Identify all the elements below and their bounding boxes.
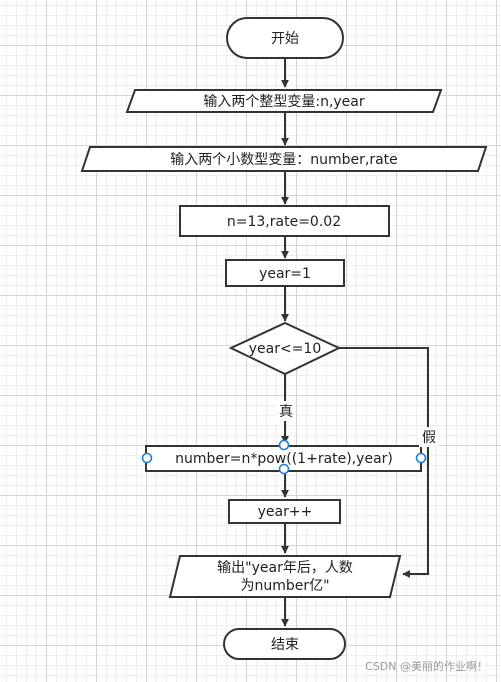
selection-handle-left[interactable] <box>141 452 153 464</box>
condition-node[interactable]: year<=10 <box>228 321 342 376</box>
selection-handle-bottom[interactable] <box>278 463 290 475</box>
output-node[interactable]: 输出"year年后，人数 为number亿" <box>168 555 402 598</box>
output-label-line2: 为number亿" <box>240 578 329 594</box>
end-label: 结束 <box>271 637 299 653</box>
input-float-node[interactable]: 输入两个小数型变量：number,rate <box>80 146 488 172</box>
year-init-label: year=1 <box>259 266 311 282</box>
start-node[interactable]: 开始 <box>226 17 344 59</box>
edge-condition-false-to-output <box>339 347 429 578</box>
increment-node[interactable]: year++ <box>228 499 341 524</box>
false-label-bg <box>419 427 439 447</box>
input-int-label: 输入两个整型变量:n,year <box>203 94 365 110</box>
edge-label-true: 真 <box>279 404 293 420</box>
watermark: CSDN @美丽的作业啊！ <box>365 659 488 673</box>
input-float-label: 输入两个小数型变量：number,rate <box>170 152 398 168</box>
output-label-line1: 输出"year年后，人数 <box>217 560 353 576</box>
condition-label: year<=10 <box>249 341 322 357</box>
input-int-node[interactable]: 输入两个整型变量:n,year <box>125 89 443 113</box>
end-node[interactable]: 结束 <box>223 628 346 660</box>
init-label: n=13,rate=0.02 <box>227 214 341 230</box>
selection-handle-right[interactable] <box>415 452 427 464</box>
increment-label: year++ <box>258 504 313 520</box>
init-node[interactable]: n=13,rate=0.02 <box>179 205 390 237</box>
start-label: 开始 <box>271 31 299 47</box>
true-label-bg <box>276 401 296 421</box>
year-init-node[interactable]: year=1 <box>225 259 345 287</box>
compute-label: number=n*pow((1+rate),year) <box>175 451 393 467</box>
edge-label-false: 假 <box>422 430 436 446</box>
selection-handle-top[interactable] <box>278 439 290 451</box>
